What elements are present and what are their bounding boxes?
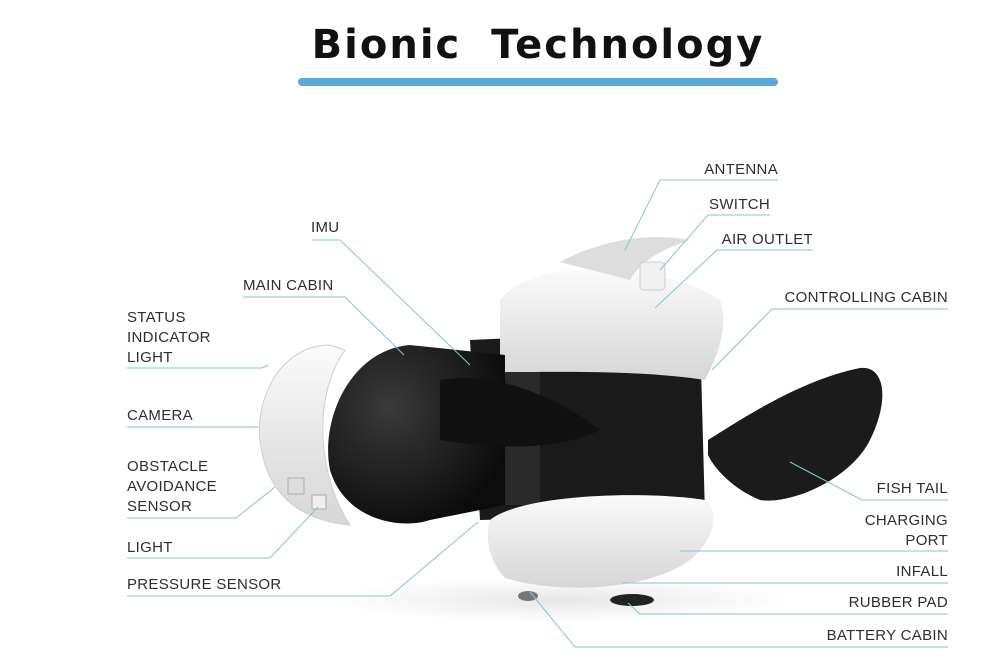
label-camera: CAMERA bbox=[127, 407, 193, 424]
label-fish-tail: FISH TAIL bbox=[876, 480, 948, 497]
label-line: INDICATOR bbox=[127, 329, 211, 346]
label-imu: IMU bbox=[311, 219, 340, 236]
label-light: LIGHT bbox=[127, 539, 173, 556]
label-line: PORT bbox=[905, 532, 948, 549]
diagram-title: Bionic Technology bbox=[311, 22, 765, 68]
obstacle-sensor bbox=[287, 477, 305, 495]
label-line: SENSOR bbox=[127, 498, 193, 515]
battery-cabin-shell bbox=[487, 495, 714, 588]
label-line: OBSTACLE bbox=[127, 458, 209, 475]
label-line: LIGHT bbox=[127, 349, 173, 366]
label-air-outlet: AIR OUTLET bbox=[721, 231, 813, 248]
front-dome bbox=[258, 344, 351, 526]
leader-lines bbox=[127, 179, 948, 648]
label-charging-port: CHARGING PORT bbox=[865, 511, 948, 551]
label-line: AVOIDANCE bbox=[127, 478, 217, 495]
label-line: CHARGING bbox=[864, 512, 948, 529]
title-underline-bar bbox=[298, 78, 778, 86]
label-main-cabin: MAIN CABIN bbox=[243, 277, 334, 294]
label-antenna: ANTENNA bbox=[704, 161, 778, 178]
ground-shadow bbox=[330, 578, 790, 622]
label-battery-cabin: BATTERY CABIN bbox=[826, 627, 948, 644]
antenna-fin bbox=[560, 236, 690, 280]
label-pressure-sensor: PRESSURE SENSOR bbox=[127, 576, 282, 593]
fish-tail bbox=[708, 367, 883, 501]
switch bbox=[639, 261, 666, 291]
controlling-cabin-shell bbox=[500, 269, 724, 380]
rubber-pad bbox=[610, 594, 654, 606]
label-controlling-cabin: CONTROLLING CABIN bbox=[784, 289, 948, 306]
label-switch: SWITCH bbox=[709, 196, 770, 213]
label-infall: INFALL bbox=[896, 563, 948, 580]
label-obstacle-avoidance-sensor: OBSTACLE AVOIDANCE SENSOR bbox=[127, 457, 217, 517]
light-module bbox=[311, 494, 327, 510]
label-rubber-pad: RUBBER PAD bbox=[848, 594, 948, 611]
label-line: STATUS bbox=[127, 309, 186, 326]
label-status-indicator-light: STATUS INDICATOR LIGHT bbox=[127, 308, 211, 368]
